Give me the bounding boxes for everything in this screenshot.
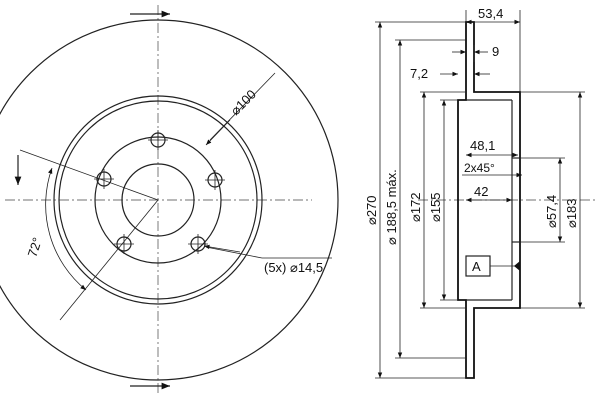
pcd-leader-arrow: [205, 119, 231, 146]
label-hat-depth: 48,1: [470, 138, 495, 153]
label-inner-depth: 42: [474, 184, 488, 199]
center-bore-circle: [121, 163, 195, 237]
side-view: ⌀270 ⌀ 188,5 máx. ⌀172 ⌀155 ⌀57,4 ⌀183 5…: [364, 6, 598, 379]
pcd-leader: [209, 72, 276, 141]
holes-label: (5x) ⌀14,5: [264, 260, 323, 275]
label-chamfer: 2x45°: [464, 161, 495, 175]
label-center-bore: ⌀57,4: [544, 195, 559, 228]
label-total-width: 53,4: [478, 6, 503, 21]
angle-arc: [45, 167, 87, 291]
label-hub-diameter: ⌀183: [564, 198, 579, 228]
label-outer-diameter: ⌀270: [364, 195, 379, 225]
label-d155: ⌀155: [428, 192, 443, 222]
label-d172: ⌀172: [408, 192, 423, 222]
angle-label: 72°: [25, 236, 45, 259]
outer-edge-circle: [0, 19, 339, 381]
holes-leader: [205, 246, 263, 259]
datum-triangle: [514, 261, 520, 271]
label-disc-thickness: 7,2: [410, 66, 428, 81]
angle-ray-lower: [59, 199, 159, 321]
holes-leader-arrow: [203, 244, 241, 253]
bolt-hole-crosshairs: [94, 130, 225, 254]
label-datum: A: [472, 259, 481, 274]
pcd-label: ⌀100: [228, 87, 259, 118]
label-hat-thickness: 9: [492, 44, 499, 59]
front-view: 72° ⌀100 (5x) ⌀14,5: [0, 5, 339, 395]
angle-ray-upper: [19, 149, 159, 201]
label-friction-max: ⌀ 188,5 máx.: [384, 169, 399, 245]
